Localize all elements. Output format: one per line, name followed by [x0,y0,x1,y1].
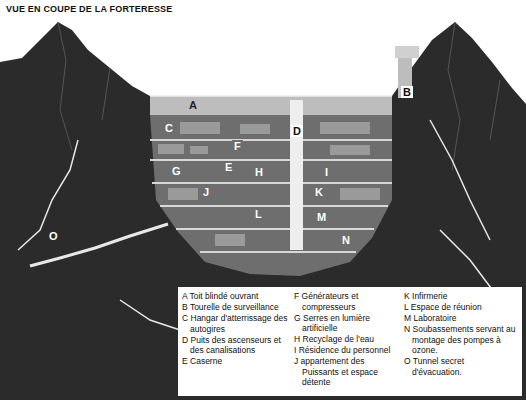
legend-entry: I Résidence du personnel [294,345,400,356]
callout-letter: J [201,186,211,198]
legend-entry: H Recyclage de l'eau [294,334,400,345]
callout-letter: M [315,211,328,223]
callout-letter: C [163,122,175,134]
legend-entry: K Infirmerie [404,291,516,302]
legend-entry: L Espace de réunion [404,302,516,313]
legend-entry: M Laboratoire [404,313,516,324]
callout-letter: G [170,165,183,177]
legend-entry: B Tourelle de surveillance [182,302,288,313]
callout-letter: O [47,230,60,242]
callout-letter: N [340,234,352,246]
legend-column: K InfirmerieL Espace de réunionM Laborat… [404,291,516,378]
callout-letter: F [232,140,243,152]
callout-letter: H [253,166,265,178]
legend-entry: A Toit blindé ouvrant [182,291,288,302]
legend-panel: A Toit blindé ouvrantB Tourelle de surve… [178,287,522,396]
callout-letter: I [323,166,330,178]
callout-letter: K [313,186,325,198]
callout-letter: E [223,161,234,173]
legend-entry: O Tunnel secret d'évacuation. [404,356,516,377]
legend-entry: G Serres en lumière artificielle [294,313,400,334]
legend-entry: N Soubassements servant au montage des p… [404,324,516,356]
legend-column: F Générateurs et compresseursG Serres en… [294,291,400,388]
legend-entry: D Puits des ascenseurs et des canalisati… [182,335,288,356]
callout-letter: D [291,125,303,137]
callout-letter: A [187,99,199,111]
legend-entry: E Caserne [182,356,288,367]
legend-entry: J appartement des Puissants et espace dé… [294,356,400,388]
callout-letter: B [401,86,413,98]
legend-entry: C Hangar d'atterrissage des autogires [182,313,288,334]
legend-entry: F Générateurs et compresseurs [294,291,400,312]
diagram-title: VUE EN COUPE DE LA FORTERESSE [6,4,173,14]
legend-column: A Toit blindé ouvrantB Tourelle de surve… [182,291,288,367]
callout-letter: L [253,208,264,220]
